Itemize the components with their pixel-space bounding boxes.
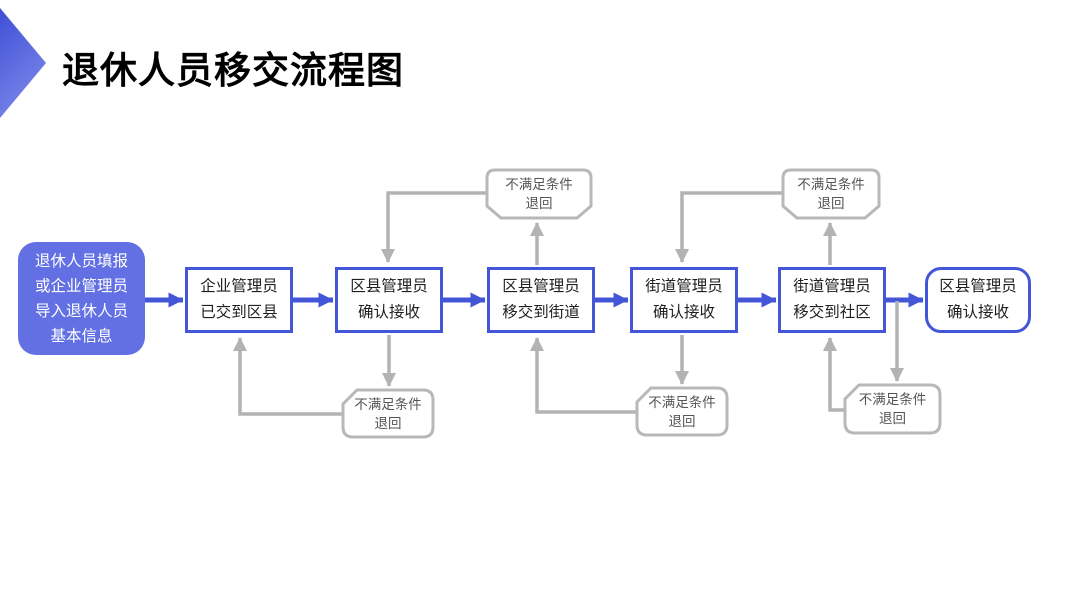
reject-callout-line: 不满足条件 [648, 394, 716, 410]
reject-callout-top-2-shape [781, 168, 881, 220]
node-line: 街道管理员 [645, 278, 723, 295]
arrow-reject-b2-to-step3 [530, 336, 637, 414]
reject-callout-line: 不满足条件 [505, 177, 573, 192]
start-node-line: 导入退休人员 [34, 302, 128, 320]
start-node-line: 退休人员填报 [34, 252, 128, 270]
reject-callout-shapes [341, 168, 942, 439]
flow-node-street-confirm: 街道管理员 确认接收 [630, 267, 738, 333]
reject-callout-bottom-1: 不满足条件 退回 [343, 390, 433, 437]
flow-node-start: 退休人员填报 或企业管理员 导入退休人员 基本信息 [18, 242, 145, 355]
arrow-reject-b3-to-step5 [823, 336, 845, 412]
node-line: 区县管理员 [939, 278, 1017, 295]
flow-node-district-confirm-final: 区县管理员 确认接收 [925, 267, 1031, 333]
node-line: 区县管理员 [350, 278, 428, 295]
node-line: 区县管理员 [502, 278, 580, 295]
reject-callout-bottom-3: 不满足条件 退回 [845, 385, 940, 433]
reject-callout-top-1: 不满足条件 退回 [487, 170, 591, 218]
reject-callout-bottom-3-shape [843, 383, 942, 435]
node-line: 已交到区县 [200, 304, 278, 321]
reject-callout-line: 退回 [525, 196, 553, 211]
reject-callout-line: 不满足条件 [354, 396, 422, 412]
flow-node-district-confirm-1: 区县管理员 确认接收 [335, 267, 443, 333]
node-line: 移交到社区 [793, 304, 871, 321]
page-title: 退休人员移交流程图 [62, 50, 404, 91]
start-node-line: 基本信息 [50, 327, 113, 345]
reject-callout-line: 退回 [668, 413, 696, 429]
node-line: 确认接收 [652, 304, 715, 321]
reject-callout-line: 退回 [374, 415, 402, 431]
flow-node-enterprise-submit: 企业管理员 已交到区县 [185, 267, 293, 333]
reject-callout-line: 退回 [879, 411, 906, 426]
reject-callout-bottom-1-shape [341, 388, 435, 439]
node-line: 确认接收 [357, 304, 420, 321]
reject-callout-bottom-2-shape [635, 386, 729, 437]
reject-callout-line: 退回 [817, 196, 845, 211]
reject-flow-arrows [233, 191, 904, 416]
arrow-reject-t1-to-step2 [381, 191, 487, 264]
reject-callout-line: 不满足条件 [797, 177, 865, 192]
reject-callout-bottom-2: 不满足条件 退回 [637, 388, 727, 435]
node-line: 街道管理员 [793, 278, 871, 295]
flow-node-district-transfer-street: 区县管理员 移交到街道 [487, 267, 595, 333]
node-line: 确认接收 [946, 304, 1009, 321]
node-line: 企业管理员 [200, 278, 278, 295]
reject-callout-top-2: 不满足条件 退回 [783, 170, 879, 218]
reject-callout-line: 不满足条件 [858, 392, 927, 407]
start-node-line: 或企业管理员 [34, 277, 128, 295]
arrow-reject-b1-to-step1 [233, 336, 343, 416]
reject-callout-top-1-shape [485, 168, 593, 220]
node-line: 移交到街道 [502, 304, 580, 321]
arrow-reject-t2-to-step4 [675, 191, 783, 264]
flow-node-street-transfer-community: 街道管理员 移交到社区 [778, 267, 886, 333]
